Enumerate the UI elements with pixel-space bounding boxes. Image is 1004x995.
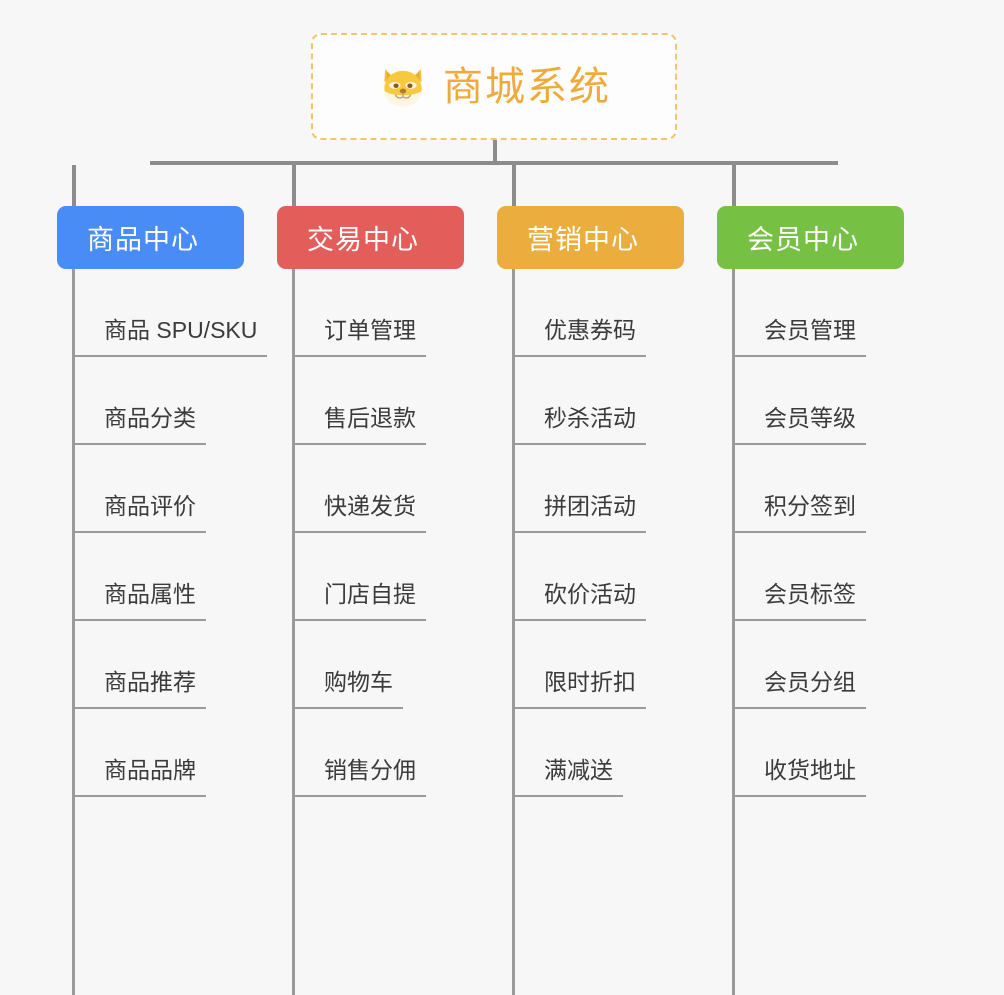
leaf-label: 商品品牌 (104, 757, 196, 784)
shiba-dog-icon (384, 68, 422, 108)
branch-stem (732, 269, 735, 995)
leaf-item[interactable]: 积分签到 (732, 445, 947, 533)
leaf-item[interactable]: 限时折扣 (512, 621, 727, 709)
branch-stem (512, 269, 515, 995)
leaf-label: 拼团活动 (544, 493, 636, 520)
leaf-underline (292, 531, 426, 533)
leaf-item[interactable]: 商品评价 (72, 445, 287, 533)
leaf-label: 满减送 (544, 757, 613, 784)
leaf-label: 订单管理 (324, 317, 416, 344)
leaf-underline (72, 355, 268, 357)
leaf-underline (512, 355, 646, 357)
leaf-underline (732, 795, 866, 797)
leaf-underline (512, 707, 646, 709)
leaf-underline (72, 619, 206, 621)
leaf-label: 快递发货 (324, 493, 416, 520)
branch-drop-connector (732, 165, 736, 206)
leaf-item[interactable]: 商品分类 (72, 357, 287, 445)
leaf-label: 销售分佣 (324, 757, 416, 784)
leaf-item[interactable]: 购物车 (292, 621, 507, 709)
leaf-label: 商品推荐 (104, 669, 196, 696)
leaf-underline (72, 707, 206, 709)
leaf-item[interactable]: 满减送 (512, 709, 727, 797)
leaf-underline (292, 355, 426, 357)
leaf-underline (72, 443, 206, 445)
leaf-underline (732, 355, 866, 357)
leaf-label: 商品评价 (104, 493, 196, 520)
leaf-underline (732, 531, 866, 533)
leaf-underline (732, 619, 866, 621)
root-node[interactable]: 商城系统 (311, 33, 677, 140)
leaf-item[interactable]: 收货地址 (732, 709, 947, 797)
leaf-underline (732, 707, 866, 709)
leaf-item[interactable]: 秒杀活动 (512, 357, 727, 445)
leaf-item[interactable]: 优惠券码 (512, 269, 727, 357)
leaf-label: 会员标签 (764, 581, 856, 608)
horizontal-bus-connector (150, 161, 838, 165)
leaf-underline (292, 707, 403, 709)
branch-drop-connector (72, 165, 76, 206)
leaf-item[interactable]: 销售分佣 (292, 709, 507, 797)
leaf-item[interactable]: 拼团活动 (512, 445, 727, 533)
category-box-0[interactable]: 商品中心 (57, 206, 244, 269)
leaf-list-2: 优惠券码 秒杀活动 拼团活动 砍价活动 限时折扣 满减送 (512, 269, 727, 797)
leaf-label: 收货地址 (764, 757, 856, 784)
leaf-label: 商品 SPU/SKU (104, 317, 258, 344)
leaf-underline (292, 619, 426, 621)
category-label: 交易中心 (307, 225, 419, 255)
leaf-item[interactable]: 商品品牌 (72, 709, 287, 797)
leaf-label: 限时折扣 (544, 669, 636, 696)
leaf-underline (512, 795, 623, 797)
leaf-item[interactable]: 快递发货 (292, 445, 507, 533)
root-vertical-connector (493, 140, 497, 164)
mindmap-canvas: 商城系统 商品中心 商品 SPU/SKU 商品分类 商品评价 商品属性 商品推荐… (57, 33, 947, 995)
branch-stem (72, 269, 75, 995)
leaf-underline (292, 443, 426, 445)
leaf-underline (512, 443, 646, 445)
leaf-label: 会员管理 (764, 317, 856, 344)
leaf-underline (292, 795, 426, 797)
leaf-item[interactable]: 砍价活动 (512, 533, 727, 621)
leaf-item[interactable]: 会员等级 (732, 357, 947, 445)
leaf-item[interactable]: 商品属性 (72, 533, 287, 621)
branch-drop-connector (292, 165, 296, 206)
leaf-item[interactable]: 订单管理 (292, 269, 507, 357)
category-label: 会员中心 (747, 225, 859, 255)
category-label: 商品中心 (87, 225, 199, 255)
root-title: 商城系统 (443, 64, 611, 109)
leaf-item[interactable]: 会员标签 (732, 533, 947, 621)
leaf-list-0: 商品 SPU/SKU 商品分类 商品评价 商品属性 商品推荐 商品品牌 (72, 269, 287, 797)
leaf-list-1: 订单管理 售后退款 快递发货 门店自提 购物车 销售分佣 (292, 269, 507, 797)
category-box-3[interactable]: 会员中心 (717, 206, 904, 269)
leaf-label: 积分签到 (764, 493, 856, 520)
leaf-list-3: 会员管理 会员等级 积分签到 会员标签 会员分组 收货地址 (732, 269, 947, 797)
leaf-item[interactable]: 门店自提 (292, 533, 507, 621)
leaf-label: 会员分组 (764, 669, 856, 696)
leaf-label: 优惠券码 (544, 317, 636, 344)
leaf-underline (72, 795, 206, 797)
leaf-item[interactable]: 会员分组 (732, 621, 947, 709)
leaf-label: 门店自提 (324, 581, 416, 608)
leaf-label: 会员等级 (764, 405, 856, 432)
category-label: 营销中心 (527, 225, 639, 255)
leaf-underline (72, 531, 206, 533)
leaf-underline (512, 619, 646, 621)
leaf-item[interactable]: 会员管理 (732, 269, 947, 357)
leaf-label: 售后退款 (324, 405, 416, 432)
leaf-label: 商品属性 (104, 581, 196, 608)
leaf-item[interactable]: 售后退款 (292, 357, 507, 445)
category-box-2[interactable]: 营销中心 (497, 206, 684, 269)
leaf-label: 商品分类 (104, 405, 196, 432)
branch-stem (292, 269, 295, 995)
leaf-label: 购物车 (324, 669, 393, 696)
leaf-underline (512, 531, 646, 533)
leaf-item[interactable]: 商品推荐 (72, 621, 287, 709)
leaf-item[interactable]: 商品 SPU/SKU (72, 269, 287, 357)
leaf-underline (732, 443, 866, 445)
leaf-label: 秒杀活动 (544, 405, 636, 432)
leaf-label: 砍价活动 (544, 581, 636, 608)
category-box-1[interactable]: 交易中心 (277, 206, 464, 269)
branch-drop-connector (512, 165, 516, 206)
